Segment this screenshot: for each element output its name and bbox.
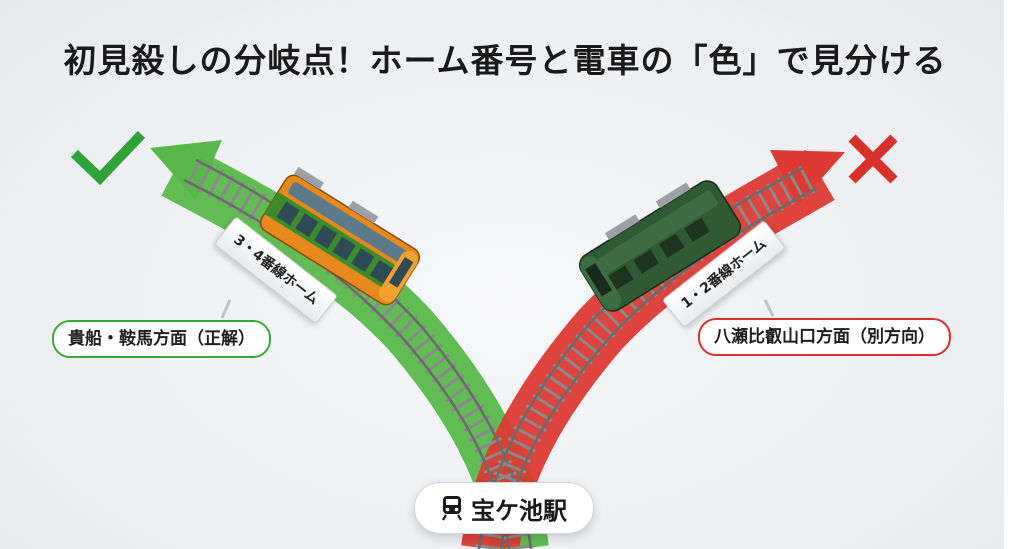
page-title: 初見殺しの分岐点！ホーム番号と電車の「色」で見分ける [63,41,947,80]
right-track [475,164,818,549]
left-sign-post [220,299,232,319]
station-name: 宝ケ池駅 [471,496,567,525]
frame-edge [1004,0,1010,549]
check-icon [70,130,146,186]
train-icon [442,496,462,521]
red-arrow-head [770,150,845,205]
green-train [578,180,742,312]
green-arrow-head [150,140,222,200]
cross-icon [848,134,898,184]
direction-label-correct: 貴船・鞍馬方面（正解） [52,320,271,358]
left-track [183,156,535,549]
right-sign-post [763,299,775,317]
orange-train [259,166,421,306]
station-badge: 宝ケ池駅 [414,482,594,534]
direction-label-wrong: 八瀬比叡山口方面（別方向） [698,318,951,356]
